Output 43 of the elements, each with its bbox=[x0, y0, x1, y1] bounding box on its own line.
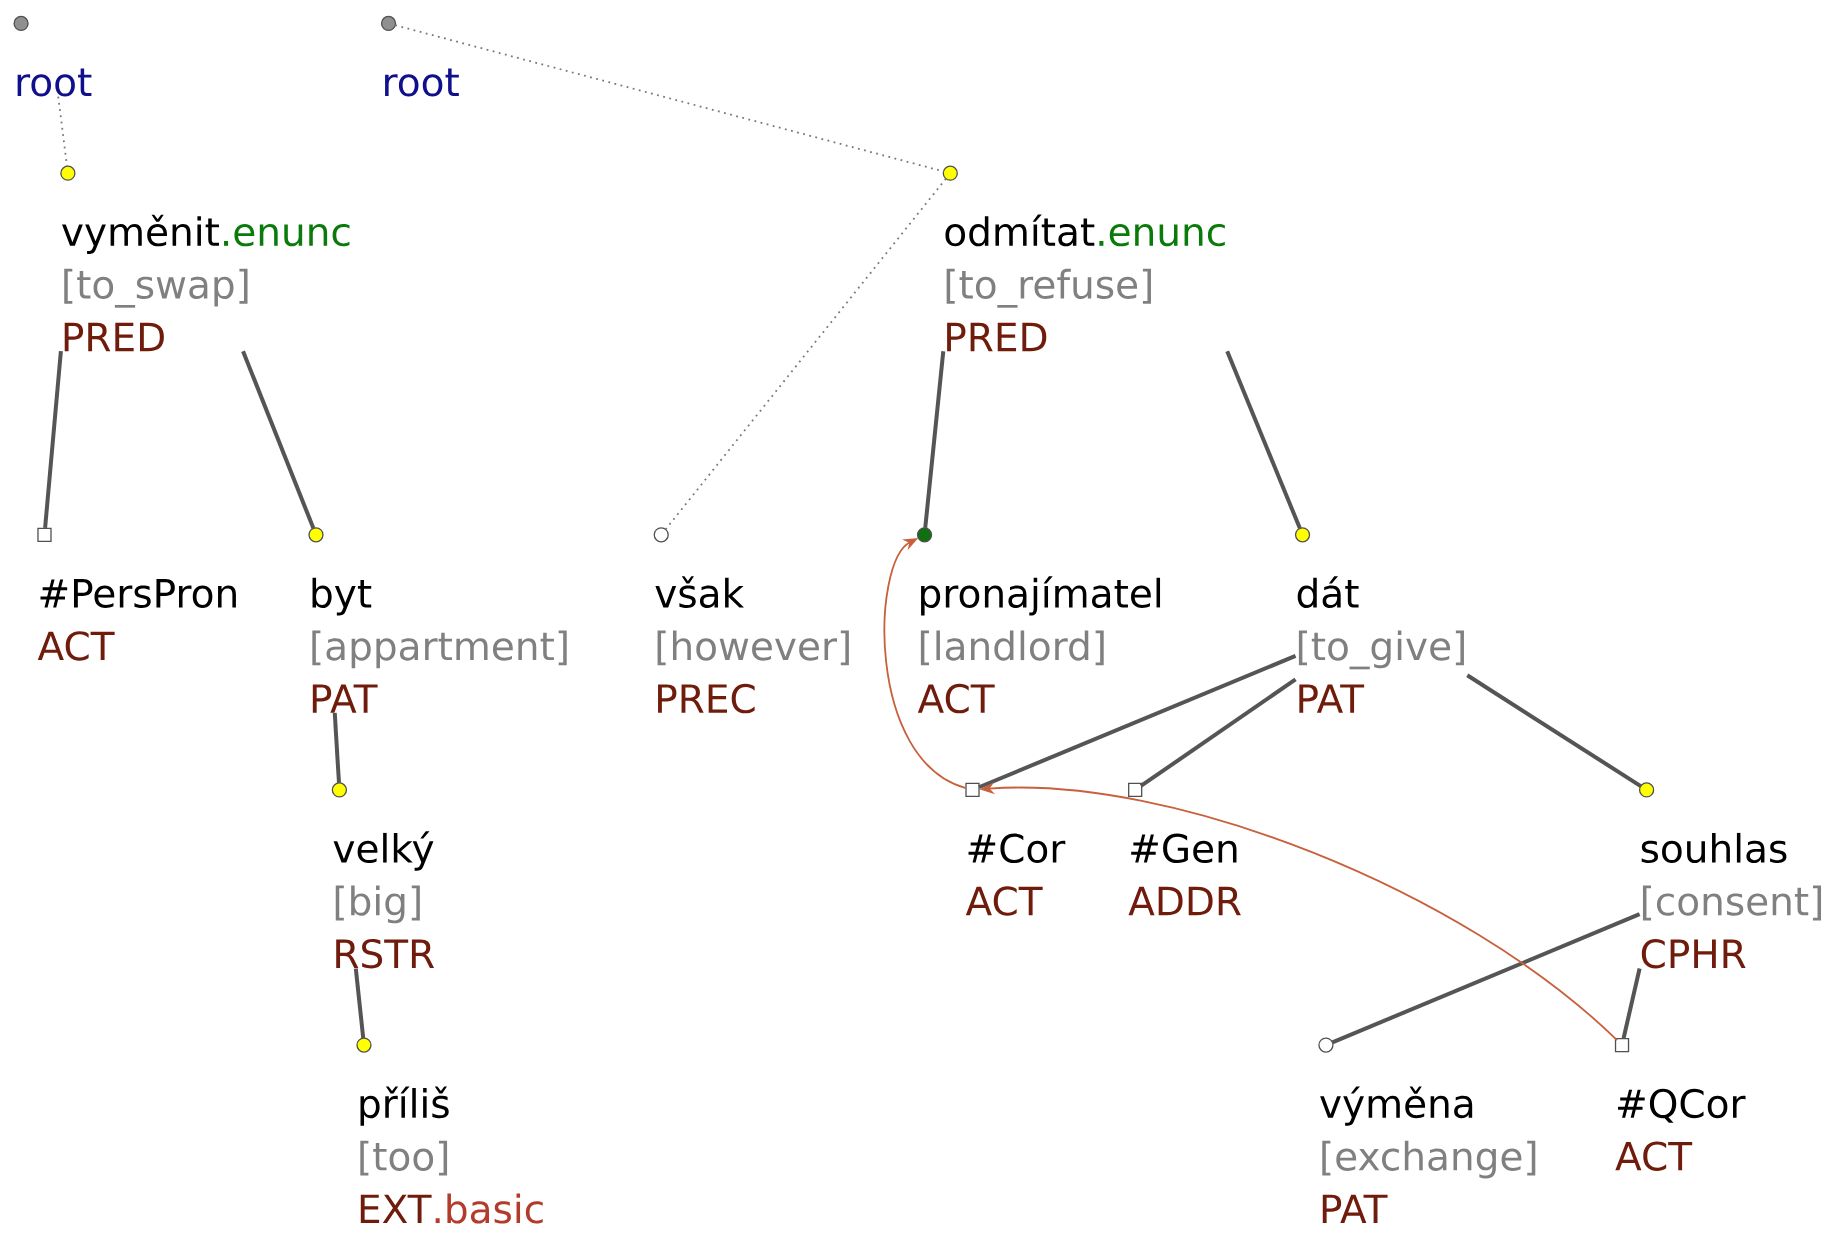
node-label: PRED bbox=[947, 322, 1047, 352]
node-label: PRED bbox=[64, 322, 164, 352]
edge-line bbox=[1466, 673, 1642, 788]
node-label: root bbox=[17, 68, 92, 97]
edge-line bbox=[332, 712, 341, 784]
dotted-line bbox=[57, 95, 68, 168]
node-label: příliš bbox=[360, 1086, 449, 1126]
node-label: odmítat.enunc [to_refuse] PRED bbox=[945, 214, 1225, 352]
edge-line bbox=[923, 351, 946, 529]
node-label: #Gen ADDR bbox=[1128, 833, 1241, 916]
node-label: příliš [too] EXT.basic bbox=[360, 1086, 543, 1224]
node-label: však [however] PREC bbox=[655, 576, 849, 714]
node-label: vyměnit bbox=[62, 214, 219, 254]
node-label: root bbox=[385, 68, 459, 97]
edge-line bbox=[1139, 677, 1297, 788]
node-label: výměna [exchange] PAT bbox=[1320, 1086, 1536, 1224]
node-label: .enunc bbox=[224, 223, 350, 247]
node-label: [to_refuse] bbox=[946, 268, 1151, 308]
node-label: velký [big] RSTR bbox=[333, 831, 435, 969]
node-label: #PersPron ACT bbox=[37, 579, 236, 661]
node-label: #QCor ACT bbox=[1615, 1088, 1746, 1171]
node-label: pronajímatel [landlord] ACT bbox=[917, 576, 1161, 714]
node-label: .enunc bbox=[1099, 223, 1225, 247]
node-label: byt [appartment] PAT bbox=[312, 577, 567, 713]
arrow bbox=[883, 538, 967, 789]
node-label: [to_swap] bbox=[64, 268, 248, 308]
node-label: dát [to_give] PAT bbox=[1297, 576, 1464, 713]
node-label: [too] bbox=[360, 1140, 448, 1176]
edge-line bbox=[1621, 968, 1642, 1039]
edge-line bbox=[978, 654, 1297, 790]
node-label: odmítat bbox=[945, 214, 1095, 247]
edge-line bbox=[1331, 912, 1641, 1045]
node-label: #Cor ACT bbox=[965, 833, 1066, 916]
node-label: vyměnit.enunc [to_swap] PRED bbox=[62, 214, 350, 352]
edge-line bbox=[241, 350, 316, 530]
node-label: souhlas [consent] CPHR bbox=[1641, 832, 1822, 969]
edge-line bbox=[43, 351, 63, 529]
node-label: .basic bbox=[435, 1193, 543, 1224]
dotted-line bbox=[394, 24, 945, 173]
edge-line bbox=[353, 968, 366, 1039]
edge-line bbox=[1225, 350, 1302, 530]
dotted-line bbox=[664, 177, 947, 531]
node-label: EXT bbox=[360, 1194, 432, 1224]
